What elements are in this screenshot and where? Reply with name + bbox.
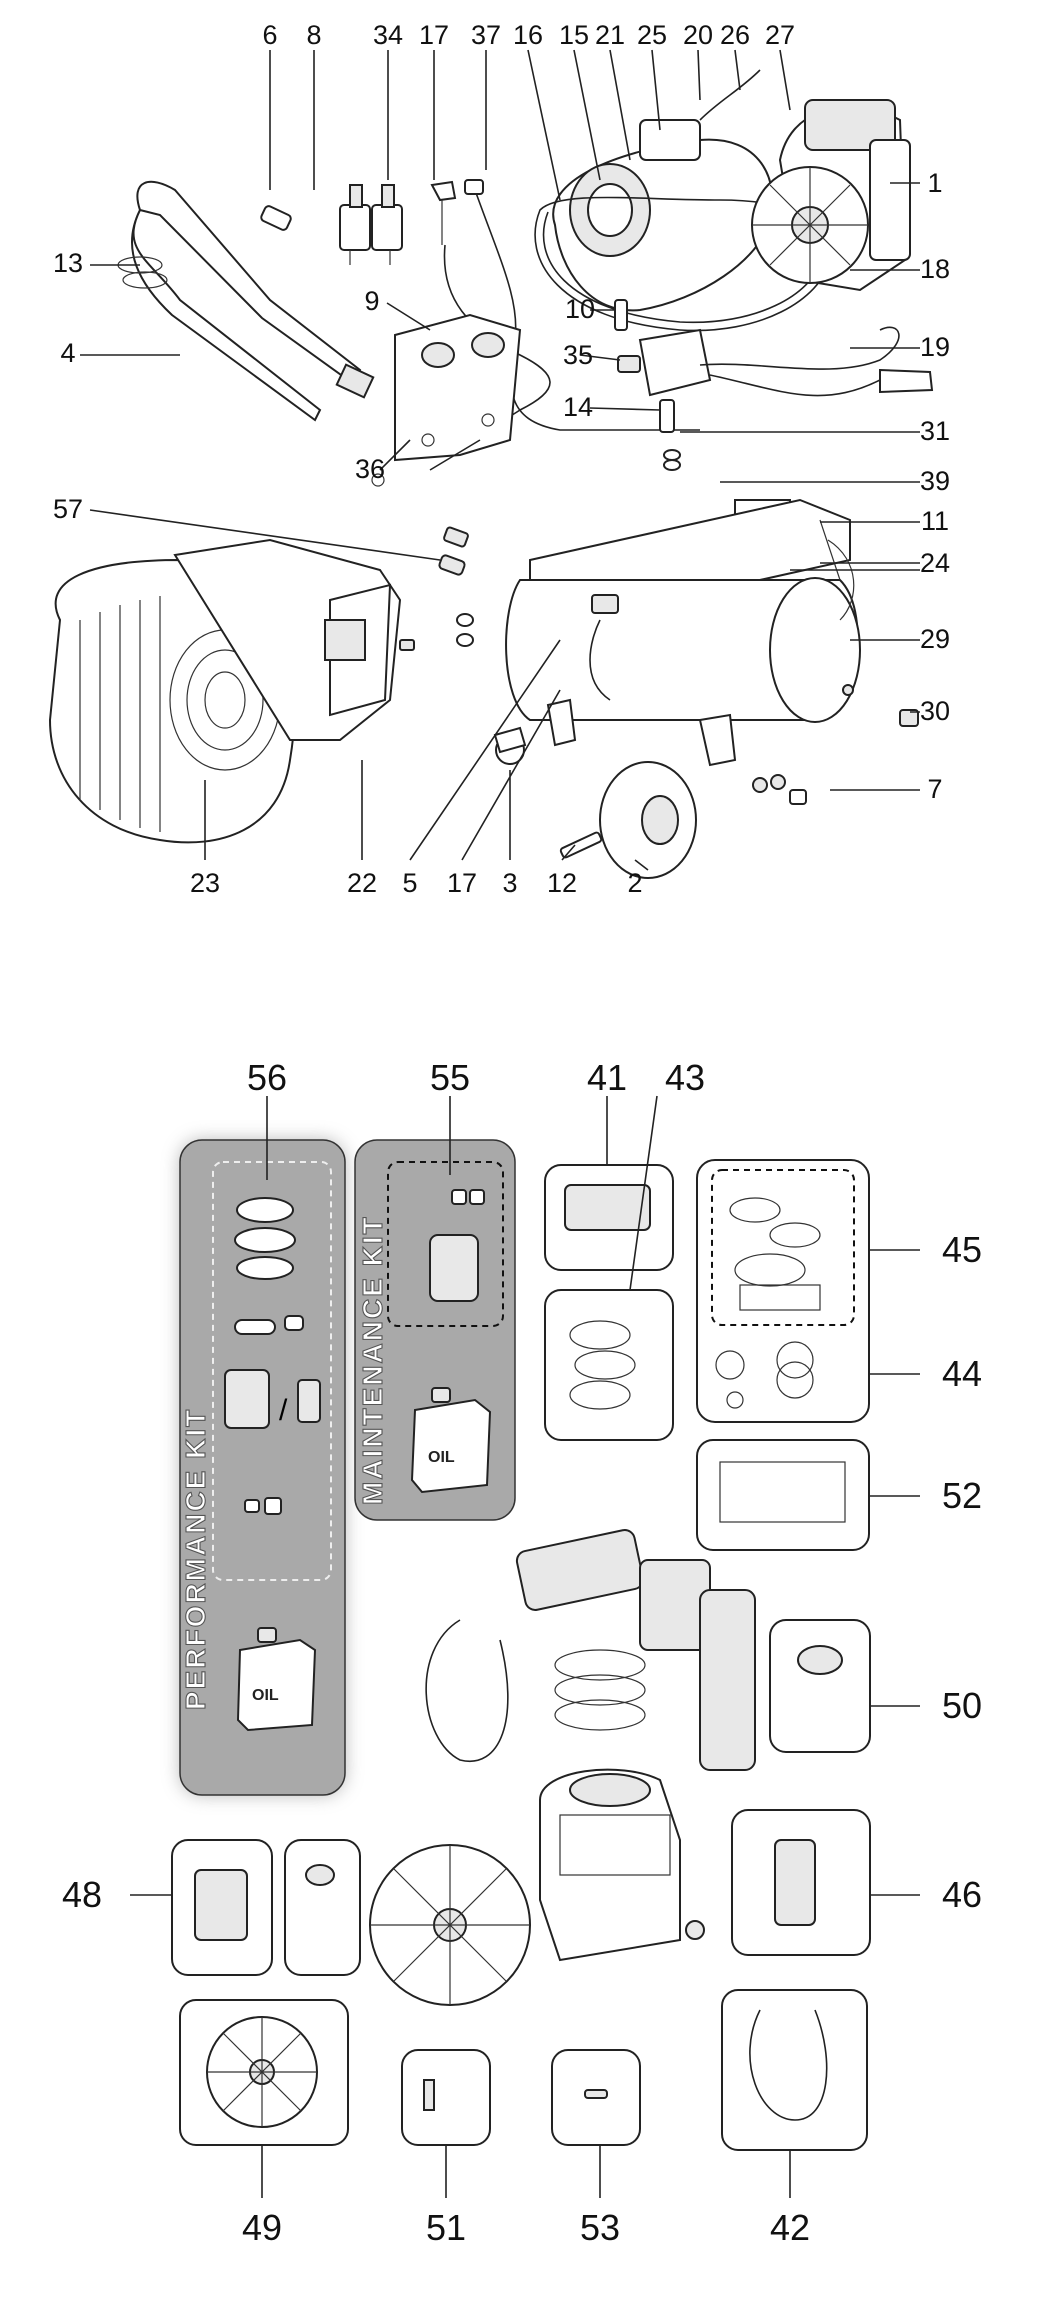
callout-42: 42 (770, 2207, 810, 2248)
motor-and-belt (534, 69, 833, 332)
callout-15: 15 (559, 20, 589, 50)
maintenance-kit-parts: OIL (410, 1189, 492, 1494)
top-exploded-view (48, 49, 934, 879)
callout-25: 25 (637, 20, 667, 50)
callout-34: 34 (373, 20, 403, 50)
callout-41: 41 (587, 1057, 627, 1098)
callout-53: 53 (580, 2207, 620, 2248)
top-leader-lines (80, 49, 920, 871)
callout-30: 30 (920, 696, 950, 726)
callout-13: 13 (53, 248, 83, 278)
callout-3: 3 (502, 868, 517, 898)
pressure-switch (617, 326, 934, 397)
callout-45: 45 (942, 1229, 982, 1270)
callout-48: 48 (62, 1874, 102, 1915)
callout-21: 21 (595, 20, 625, 50)
callout-35: 35 (563, 340, 593, 370)
callout-20: 20 (683, 20, 713, 50)
callout-18: 18 (920, 254, 950, 284)
callout-24: 24 (920, 548, 950, 578)
wheels (493, 709, 919, 879)
callout-2: 2 (627, 868, 642, 898)
callout-16: 16 (513, 20, 543, 50)
callout-37: 37 (471, 20, 501, 50)
callout-11: 11 (921, 506, 949, 536)
callout-7: 7 (927, 774, 942, 804)
callout-39: 39 (920, 466, 950, 496)
pressure-switch-plate (371, 313, 522, 487)
air-tank (505, 498, 861, 767)
callout-57: 57 (53, 494, 83, 524)
callout-31: 31 (920, 416, 950, 446)
callout-46: 46 (942, 1874, 982, 1915)
regulator-assembly (260, 180, 457, 265)
belt-guard (48, 538, 402, 844)
oil-label-maintenance: OIL (428, 1449, 455, 1466)
bottom-callout-numbers: 56 55 41 43 45 44 52 50 48 46 49 51 53 42 (62, 1057, 982, 2248)
performance-kit-parts: / OIL (224, 1197, 321, 1732)
callout-10: 10 (565, 294, 595, 324)
callout-8: 8 (306, 20, 321, 50)
callout-1: 1 (927, 168, 942, 198)
callout-56: 56 (247, 1057, 287, 1098)
bottom-kits-view: PERFORMANCE KIT MAINTENANCE KIT / OIL O (130, 1095, 920, 2198)
callout-36: 36 (355, 454, 385, 484)
callout-23: 23 (190, 868, 220, 898)
callout-44: 44 (942, 1353, 982, 1394)
callout-52: 52 (942, 1475, 982, 1516)
maintenance-kit-label: MAINTENANCE KIT (357, 1215, 388, 1505)
handle-part (117, 180, 375, 422)
pump-exploded-bottom (369, 1529, 756, 2006)
callout-19: 19 (920, 332, 950, 362)
callout-27: 27 (765, 20, 795, 50)
callout-22: 22 (347, 868, 377, 898)
callout-12: 12 (547, 868, 577, 898)
callout-43: 43 (665, 1057, 705, 1098)
performance-kit-label: PERFORMANCE KIT (180, 1408, 211, 1710)
pump-head (751, 99, 911, 292)
callout-17: 17 (447, 868, 477, 898)
callout-26: 26 (720, 20, 750, 50)
callout-5: 5 (402, 868, 417, 898)
boxed-parts (171, 1159, 871, 2151)
callout-14: 14 (563, 392, 593, 422)
bottom-leader-lines (130, 1095, 920, 2198)
callout-49: 49 (242, 2207, 282, 2248)
callout-51: 51 (426, 2207, 466, 2248)
callout-6: 6 (262, 20, 277, 50)
callout-50: 50 (942, 1685, 982, 1726)
callout-29: 29 (920, 624, 950, 654)
oil-label-performance: OIL (252, 1687, 279, 1704)
callout-17: 17 (419, 20, 449, 50)
slash-glyph: / (279, 1394, 288, 1427)
callout-4: 4 (60, 338, 75, 368)
callout-9: 9 (364, 286, 379, 316)
callout-55: 55 (430, 1057, 470, 1098)
performance-kit-panel (179, 1139, 346, 1796)
